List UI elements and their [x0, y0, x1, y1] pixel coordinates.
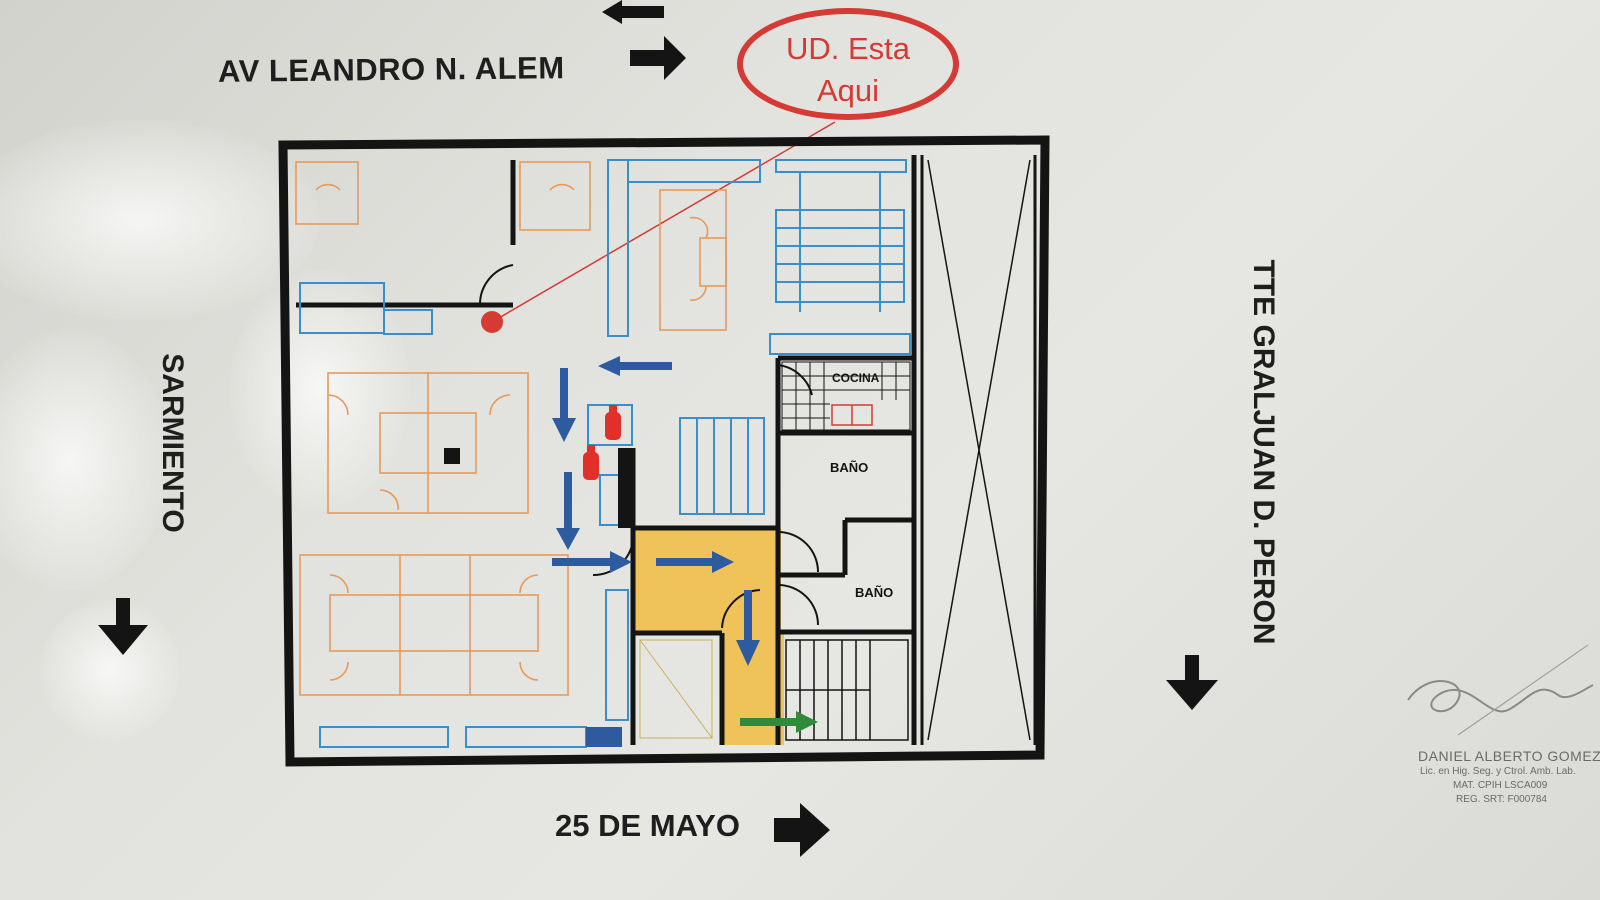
room-label-bath-1: BAÑO	[830, 460, 868, 475]
direction-arrow-icon	[1166, 655, 1218, 710]
evacuation-arrows	[552, 356, 760, 666]
you-are-here-dot-icon	[481, 311, 503, 333]
signature-title: Lic. en Hig. Seg. y Ctrol. Amb. Lab.	[1420, 766, 1576, 777]
storage-furniture	[299, 159, 911, 748]
signature-stamp: DANIEL ALBERTO GOMEZ Lic. en Hig. Seg. y…	[1398, 640, 1600, 820]
signature-name: DANIEL ALBERTO GOMEZ	[1418, 748, 1600, 764]
room-label-kitchen: COCINA	[832, 371, 880, 385]
column	[444, 448, 460, 464]
column	[618, 448, 632, 528]
you-are-here-line2: Aqui	[816, 72, 880, 108]
exit-arrow-icon	[740, 711, 818, 733]
storage-block	[586, 727, 622, 747]
kitchen-grid	[781, 361, 911, 431]
room-label-bath-2: BAÑO	[855, 585, 893, 600]
two-way-arrow-icon	[602, 0, 686, 80]
signature-registry: REG. SRT: F000784	[1456, 794, 1547, 805]
void-area	[920, 155, 1037, 745]
workstations	[295, 161, 727, 696]
kitchen-sink	[831, 404, 873, 426]
direction-arrow-icon	[774, 803, 830, 857]
you-are-here-line1: UD. Esta	[785, 31, 911, 66]
you-are-here-marker: UD. Esta Aqui	[737, 8, 959, 120]
direction-arrow-icon	[98, 598, 148, 655]
fire-extinguisher-icon	[583, 445, 599, 480]
you-are-here-pointer	[491, 121, 836, 323]
exterior-walls	[278, 135, 1050, 767]
signature-scribble	[1407, 644, 1594, 736]
interior-walls	[296, 155, 917, 745]
fire-extinguisher-icon	[605, 405, 621, 440]
shaft	[639, 639, 713, 739]
street-label-south: 25 DE MAYO	[555, 808, 740, 843]
signature-license: MAT. CPIH LSCA009	[1453, 780, 1548, 791]
